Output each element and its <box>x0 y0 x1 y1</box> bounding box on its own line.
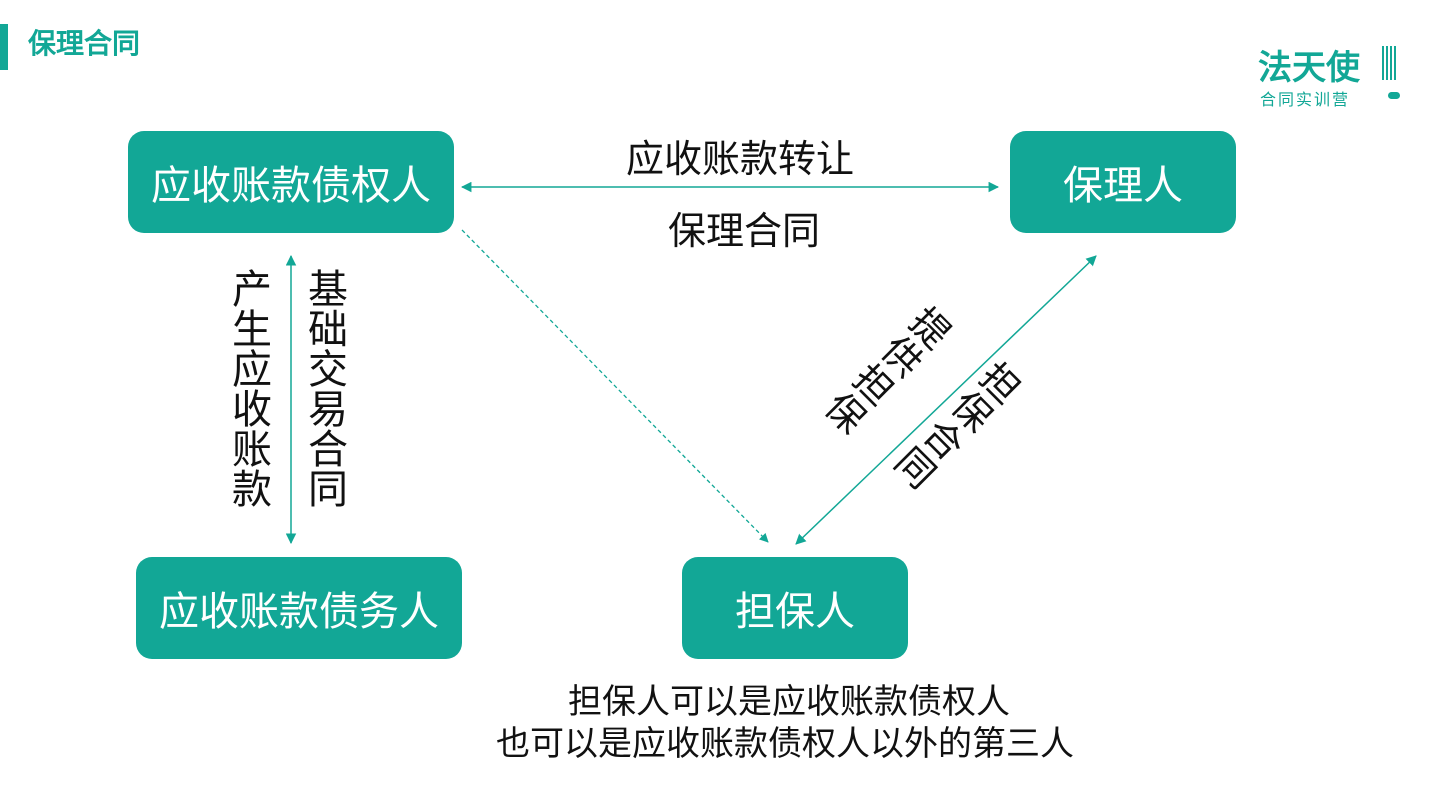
edge-label-generate-receivable: 产生应收账款 <box>232 267 272 513</box>
note-line-1: 担保人可以是应收账款债权人 <box>568 682 1010 722</box>
logo-pill-icon <box>1388 92 1400 99</box>
note-line-2: 也可以是应收账款债权人以外的第三人 <box>496 724 1074 764</box>
page-title: 保理合同 <box>28 27 141 60</box>
logo-sub-text: 合同实训营 <box>1260 90 1351 109</box>
edge-label-factoring-contract: 保理合同 <box>668 209 821 253</box>
logo-stripes-icon <box>1382 46 1398 80</box>
title-accent-bar <box>0 24 8 70</box>
node-factor: 保理人 <box>1010 131 1236 233</box>
logo-main-text: 法天使 <box>1258 48 1360 88</box>
edge-label-basic-contract: 基础交易合同 <box>308 267 348 513</box>
node-creditor: 应收账款债权人 <box>128 131 454 233</box>
node-debtor: 应收账款债务人 <box>136 557 462 659</box>
edge-label-transfer: 应收账款转让 <box>626 137 855 181</box>
edge-creditor-guarantor <box>461 229 769 543</box>
edge-guarantor-factor <box>795 255 1097 545</box>
node-guarantor: 担保人 <box>682 557 908 659</box>
brand-logo: 法天使 合同实训营 <box>1258 40 1408 110</box>
